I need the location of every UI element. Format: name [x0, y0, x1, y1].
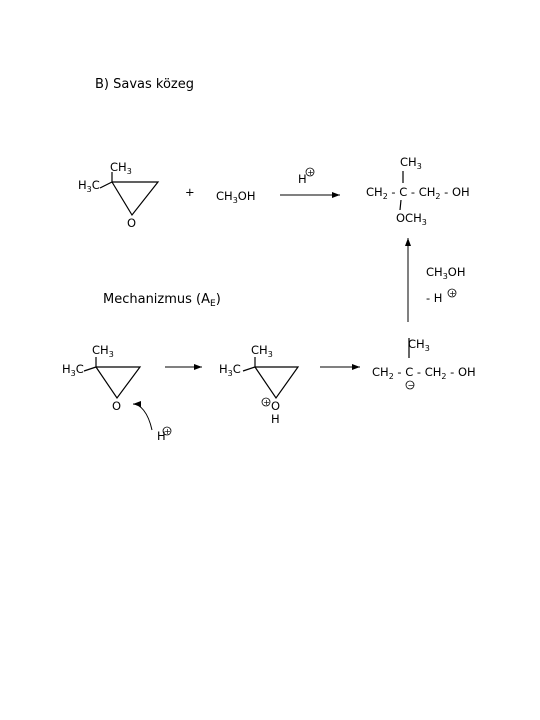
plus-sign: +: [185, 185, 195, 199]
svg-text:CH2 - C - CH2 - OH: CH2 - C - CH2 - OH: [372, 365, 476, 381]
svg-text:O: O: [112, 399, 121, 413]
svg-text:+: +: [164, 427, 171, 436]
carbocation-intermediate: CH3 CH2 - C - CH2 - OH −: [372, 337, 476, 390]
svg-text:CH3: CH3: [92, 343, 114, 359]
svg-text:O: O: [127, 216, 136, 230]
epoxide-reactant: CH3 H3C O: [78, 160, 160, 230]
ether-alcohol-product: CH3 CH2 - C - CH2 - OH OCH3: [366, 155, 470, 227]
proton-loss: - H +: [426, 288, 457, 305]
svg-text:H: H: [157, 429, 166, 443]
mechanism-title: Mechanizmus (AE): [103, 292, 221, 309]
acid-catalyst: H +: [298, 167, 315, 186]
svg-text:CH3: CH3: [408, 337, 430, 353]
svg-text:- H: - H: [426, 291, 442, 305]
svg-text:H: H: [271, 412, 280, 426]
svg-text:CH2 - C - CH2 - OH: CH2 - C - CH2 - OH: [366, 185, 470, 201]
svg-text:OCH3: OCH3: [396, 211, 427, 227]
protonated-epoxide: CH3 H3C O H +: [219, 343, 300, 426]
methanol-reagent: CH3OH: [426, 265, 465, 281]
svg-text:CH3: CH3: [400, 155, 422, 171]
mechanism-epoxide: CH3 H3C O: [62, 343, 142, 413]
svg-text:H3C: H3C: [78, 178, 100, 194]
svg-text:H3C: H3C: [219, 362, 241, 378]
svg-text:+: +: [449, 289, 456, 298]
svg-text:H: H: [298, 172, 307, 186]
svg-text:+: +: [263, 398, 270, 407]
section-title: B) Savas közeg: [95, 77, 194, 92]
proton: H +: [157, 426, 172, 443]
methanol-reactant: CH3OH: [216, 189, 255, 205]
svg-text:CH3: CH3: [110, 160, 132, 176]
svg-text:+: +: [307, 168, 314, 177]
svg-text:H3C: H3C: [62, 362, 84, 378]
svg-text:CH3: CH3: [251, 343, 273, 359]
svg-text:O: O: [271, 399, 280, 413]
svg-text:−: −: [408, 381, 415, 390]
electron-push-arrow: [132, 401, 153, 431]
